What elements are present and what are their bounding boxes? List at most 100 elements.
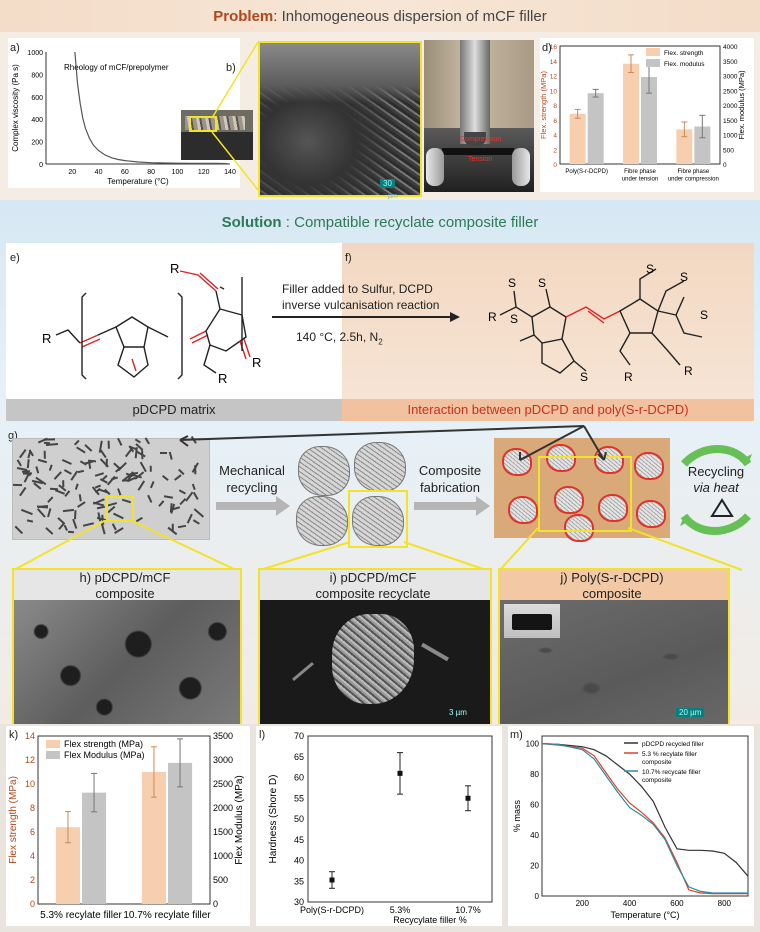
fibre: [125, 448, 133, 458]
fibre: [193, 508, 205, 518]
series-line-2: [541, 743, 748, 895]
category-label: Fibre phase: [677, 169, 709, 175]
fibre: [158, 500, 165, 507]
ylabel-right-d: Flex. modulus (MPa): [737, 70, 746, 140]
reaction-conditions: 140 °C, 2.5h, N2: [296, 330, 383, 347]
fibre: [75, 483, 79, 490]
tick-y-left-d: 4: [553, 133, 557, 140]
tick-y-left-d: 0: [553, 162, 557, 169]
recyclate-particle: [564, 514, 594, 542]
fibre: [45, 443, 59, 447]
fibre: [145, 437, 150, 445]
fibre: [179, 498, 187, 506]
tick-y-left-d: 2: [553, 147, 557, 154]
r-group-4: R: [252, 355, 261, 370]
fibre: [140, 461, 147, 472]
fibre: [62, 459, 72, 465]
fibre: [84, 444, 93, 452]
fibre: [74, 510, 77, 520]
scalebar-b-unit: µm: [388, 193, 398, 200]
category-label-l: Poly(S-r-DCPD): [300, 905, 364, 915]
plot-frame-l: [307, 735, 493, 903]
tick-x-m: 800: [718, 899, 732, 908]
reaction-left-bg: [6, 243, 342, 399]
composite-block: [494, 438, 670, 542]
tick-y-m: 60: [530, 801, 539, 810]
tick-y-left-k: 6: [30, 827, 35, 837]
panel-b-sem: 30: [258, 41, 422, 197]
band-right: [342, 399, 754, 421]
fibre: [21, 508, 33, 515]
legend-swatch-modulus: [46, 751, 60, 759]
recyclate-flake: [296, 496, 348, 546]
tick-y-left-k: 14: [25, 731, 35, 741]
r-group-5: R: [488, 310, 497, 324]
tick-y-m: 0: [535, 892, 540, 901]
tick-y-left-k: 2: [30, 875, 35, 885]
plot-frame-d: [559, 45, 721, 165]
tick-x-m: 600: [670, 899, 684, 908]
panel-g-label: g): [8, 430, 18, 442]
tick-y-right-k: 1500: [213, 827, 233, 837]
recyclate-flake: [352, 496, 404, 546]
fibre: [79, 494, 82, 502]
tick-y-a: 0: [39, 162, 43, 169]
tick-y-right-k: 1000: [213, 851, 233, 861]
panel-h-sem: [12, 600, 242, 728]
tick-y-l: 35: [294, 876, 304, 886]
legend-label-strength: Flex. strength: [664, 50, 704, 57]
fibre: [19, 487, 27, 497]
fibre: [107, 476, 116, 486]
tick-y-left-k: 12: [25, 755, 35, 765]
tick-y-left-d: 16: [550, 44, 558, 51]
fibre: [19, 449, 27, 459]
recyclate-flakes: [294, 442, 410, 554]
tick-y-left-d: 14: [550, 59, 558, 66]
fibre: [47, 496, 54, 503]
recyclate-particle: [508, 496, 538, 524]
fibre: [179, 489, 186, 495]
fibre: [47, 508, 52, 518]
title-a: Rheology of mCF/prepolymer: [64, 63, 169, 72]
bar-modulus: [641, 76, 657, 164]
tension-label: Tension: [468, 156, 493, 163]
tick-x-a: 100: [172, 169, 184, 176]
problem-label: Problem: [213, 8, 274, 25]
point-hardness: [465, 795, 471, 801]
tick-y-left-k: 4: [30, 851, 35, 861]
arrow-recycling-head: [276, 496, 290, 516]
tick-y-right-d: 3000: [723, 74, 738, 81]
tick-y-l: 45: [294, 835, 304, 845]
tick-y-left-k: 8: [30, 803, 35, 813]
fibre: [117, 437, 123, 446]
tick-y-m: 20: [530, 862, 539, 871]
pdcpd-matrix-block: [12, 435, 210, 540]
problem-banner: [0, 0, 760, 32]
tick-x-m: 400: [623, 899, 637, 908]
recyclate-particle: [594, 446, 624, 474]
problem-text: : Inhomogeneous dispersion of mCF filler: [273, 8, 547, 25]
tick-y-a: 400: [31, 117, 43, 124]
bar-modulus: [587, 93, 604, 164]
panel-e-label: e): [10, 252, 20, 264]
flake-zoom-box: [348, 490, 408, 548]
band-right-text: Interaction between pDCPD and poly(S-r-D…: [407, 402, 689, 417]
scalebar-b: 30: [380, 179, 395, 188]
panel-a-label: a): [10, 42, 20, 54]
solution-title: Solution : Compatible recyclate composit…: [0, 214, 760, 231]
recyclate-particle: [546, 444, 576, 472]
reaction-arrowhead: [450, 312, 460, 322]
tick-y-right-d: 0: [723, 162, 727, 169]
bar-strength: [676, 129, 693, 164]
fibre: [64, 490, 71, 497]
tick-y-a: 200: [31, 140, 43, 147]
fibre: [12, 483, 23, 486]
fibre: [185, 491, 194, 502]
tick-y-left-d: 10: [550, 88, 558, 95]
